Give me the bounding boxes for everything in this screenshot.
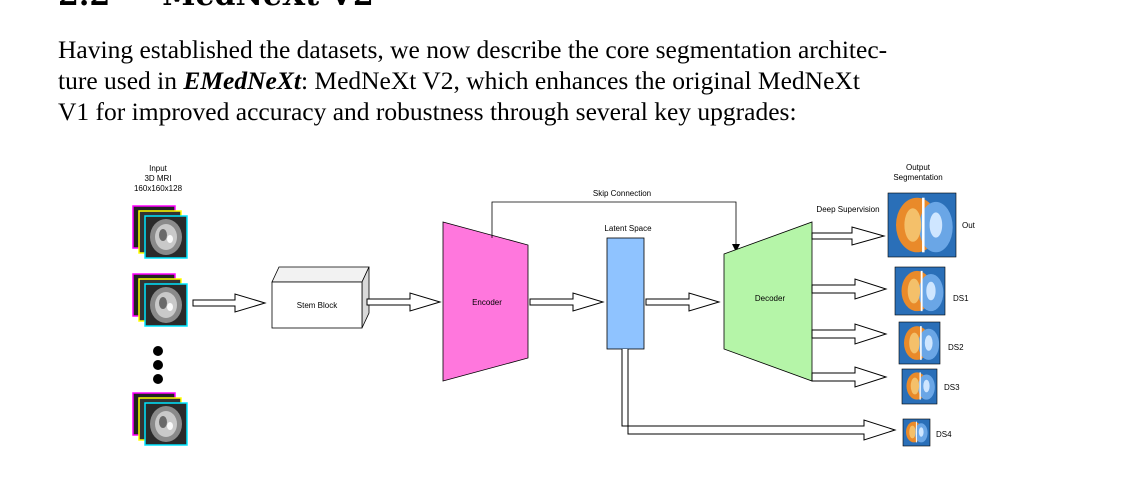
section-number: 2.2: [58, 0, 110, 13]
mri-stack-1: [132, 205, 188, 259]
output-label-1: Output: [906, 163, 931, 172]
paragraph-line-2-post: : MedNeXt V2, which enhances the origina…: [300, 66, 860, 95]
paragraph-line-3: V1 for improved accuracy and robustness …: [58, 97, 797, 126]
input-label-1: Input: [149, 164, 168, 173]
output-image-ds4: [902, 418, 931, 447]
output-label-out: Out: [962, 221, 976, 230]
skip-connection-arrowhead: [732, 244, 740, 252]
encoder-label: Encoder: [472, 298, 502, 307]
body-paragraph: Having established the datasets, we now …: [58, 34, 1098, 127]
decoder-label: Decoder: [755, 294, 786, 303]
stem-block-label: Stem Block: [297, 301, 338, 310]
arrow-decoder-to-ds2: [811, 323, 888, 345]
latent-space-block: [606, 237, 645, 350]
input-label-2: 3D MRI: [144, 174, 171, 183]
encoder-block: [442, 221, 529, 382]
output-label-2: Segmentation: [893, 173, 942, 182]
arrow-decoder-to-out: [811, 226, 886, 246]
output-image-ds2: [898, 321, 941, 365]
section-heading: 2.2 MedNeXt V2: [58, 0, 374, 13]
skip-connection-line: [491, 201, 737, 246]
output-image-out: [887, 192, 957, 258]
section-title: MedNeXt V2: [162, 0, 374, 13]
deep-supervision-label: Deep Supervision: [816, 205, 879, 214]
skip-connection-label: Skip Connection: [593, 189, 651, 198]
output-label-ds3: DS3: [944, 383, 960, 392]
arrow-latent-to-ds4: [621, 349, 897, 441]
latent-space-label: Latent Space: [604, 224, 652, 233]
paragraph-line-1: Having established the datasets, we now …: [58, 35, 888, 64]
paragraph-line-2-pre: ture used in: [58, 66, 184, 95]
arrow-latent-to-decoder: [645, 292, 721, 312]
ellipsis-dot: [153, 360, 163, 370]
model-name-emphasis: EMedNeXt: [183, 66, 301, 95]
output-label-ds4: DS4: [936, 430, 952, 439]
output-label-ds1: DS1: [953, 294, 969, 303]
paragraph-line-2: ture used in EMedNeXt: MedNeXt V2, which…: [58, 65, 1098, 96]
mri-stack-3: [132, 392, 188, 446]
arrow-input-to-stem: [192, 293, 267, 313]
arrow-decoder-to-ds3: [811, 366, 888, 388]
mri-stack-2: [132, 273, 188, 327]
output-label-ds2: DS2: [948, 343, 964, 352]
arrow-encoder-to-latent: [529, 292, 605, 312]
arrow-stem-to-encoder: [366, 292, 442, 312]
output-image-ds1: [894, 266, 946, 316]
arrow-decoder-to-ds1: [811, 278, 888, 300]
ellipsis-dot: [153, 346, 163, 356]
ellipsis-dot: [153, 374, 163, 384]
input-label-3: 160x160x128: [134, 184, 183, 193]
stem-block: Stem Block: [271, 266, 370, 329]
output-image-ds3: [901, 368, 938, 405]
